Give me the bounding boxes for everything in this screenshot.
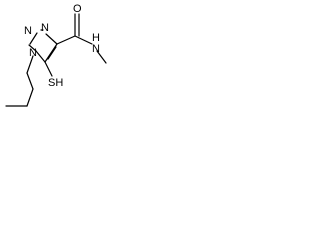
bond-n1-n3-double — [28, 44, 37, 52]
bond-n3-c4 — [35, 50, 46, 63]
bond-carbonyl-n — [74, 35, 93, 45]
bond-n3-butyl-1 — [26, 55, 34, 74]
bond-n1-n2 — [29, 32, 38, 45]
bond-c4-c5-double — [47, 46, 57, 60]
bond-c4-c5 — [44, 43, 58, 63]
chemical-structure: N N N O H N SH — [5, 3, 107, 107]
atom-thiol: SH — [48, 77, 63, 89]
bond-butyl-3 — [26, 88, 34, 107]
bond-c4-s — [44, 61, 53, 77]
bond-c5-carbonyl — [56, 35, 76, 45]
atom-amide-n: N — [92, 43, 100, 55]
structure-canvas: N N N O H N SH — [0, 0, 121, 110]
atom-n-upper-left: N — [24, 25, 32, 37]
atom-oxygen: O — [73, 3, 82, 15]
bond-butyl-2 — [26, 72, 34, 90]
bond-n-methyl — [96, 50, 107, 64]
atom-n-lower: N — [29, 47, 37, 59]
bond-c5-n1 — [45, 33, 58, 45]
atom-n-upper: N — [41, 22, 49, 34]
atom-amide-h: H — [92, 32, 100, 44]
